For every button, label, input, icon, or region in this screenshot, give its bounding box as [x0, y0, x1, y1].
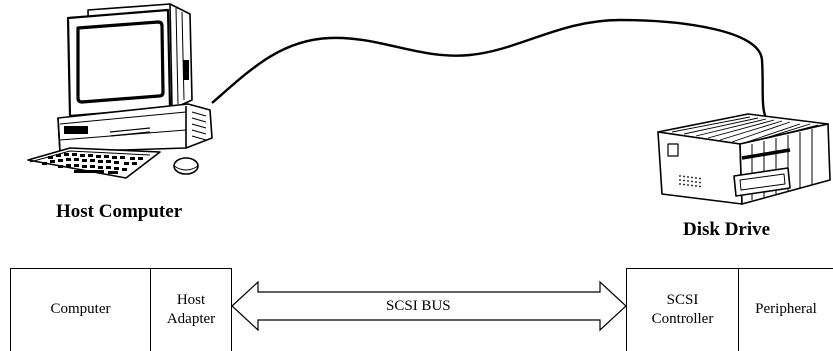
host-computer-caption: Host Computer: [56, 201, 183, 222]
scsi-bus-label: SCSI BUS: [386, 298, 451, 314]
host-adapter-block: Host Adapter: [150, 268, 232, 351]
peripheral-block: Peripheral: [738, 268, 833, 351]
host-adapter-label-line2: Adapter: [166, 311, 216, 327]
disk-drive-icon: [657, 113, 831, 205]
scsi-controller-block: SCSI Controller: [626, 268, 739, 351]
peripheral-label: Peripheral: [755, 301, 817, 318]
controller-label-line2: Controller: [651, 311, 714, 327]
computer-block: Computer: [10, 268, 151, 351]
controller-label-line1: SCSI: [666, 291, 699, 308]
computer-label: Computer: [50, 301, 111, 318]
scsi-cable: [211, 18, 770, 123]
host-adapter-label-line1: Host: [176, 291, 206, 308]
host-computer-icon: [27, 3, 213, 179]
disk-drive-caption: Disk Drive: [683, 219, 771, 240]
